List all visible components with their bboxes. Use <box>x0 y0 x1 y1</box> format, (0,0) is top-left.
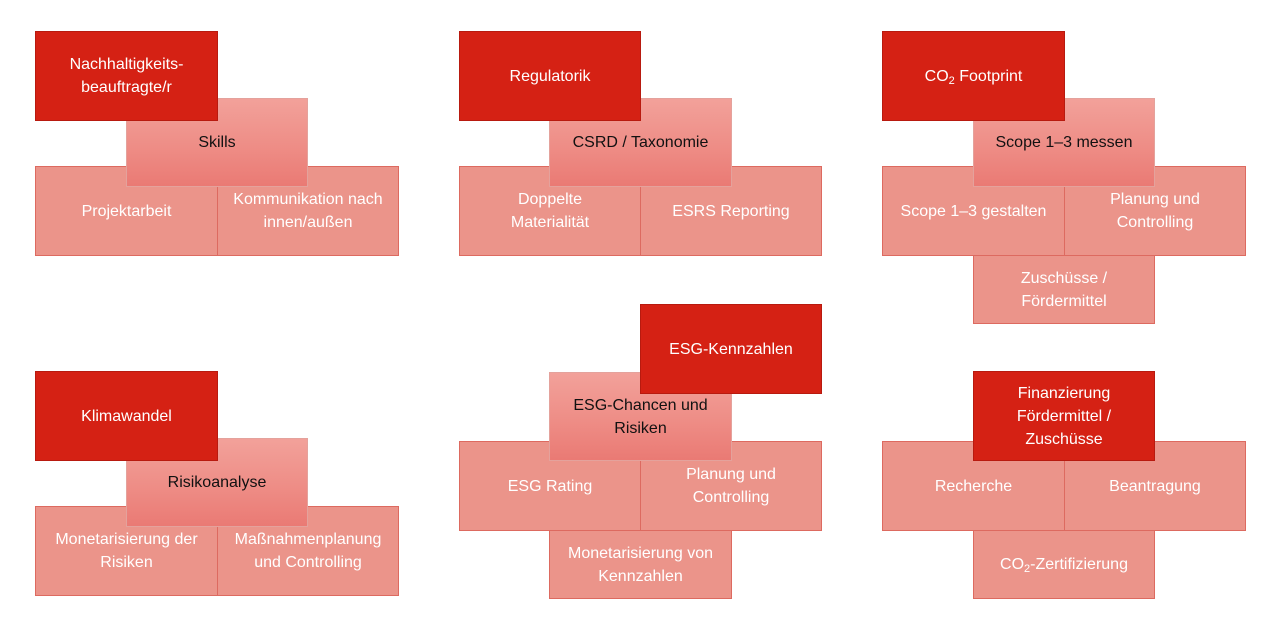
title-nachhaltigkeitsbeauftragte: Nachhaltigkeits-beauftragte/r <box>35 31 218 121</box>
title-klimawandel: Klimawandel <box>35 371 218 461</box>
title-finanzierung: Finanzierung Fördermittel / Zuschüsse <box>973 371 1155 461</box>
title-esg-kennzahlen: ESG-Kennzahlen <box>640 304 822 394</box>
title-co2-footprint: CO2 Footprint <box>882 31 1065 121</box>
title-regulatorik: Regulatorik <box>459 31 641 121</box>
item-scope-gestalten: Scope 1–3 gestalten <box>882 166 1065 256</box>
item-beantragung: Beantragung <box>1064 441 1246 531</box>
item-co2-zertifizierung: CO2-Zertifizierung <box>973 530 1155 599</box>
item-monetarisierung-kennzahlen: Monetarisierung von Kennzahlen <box>549 530 732 599</box>
item-zuschuesse-foerdermittel: Zuschüsse / Fördermittel <box>973 255 1155 324</box>
